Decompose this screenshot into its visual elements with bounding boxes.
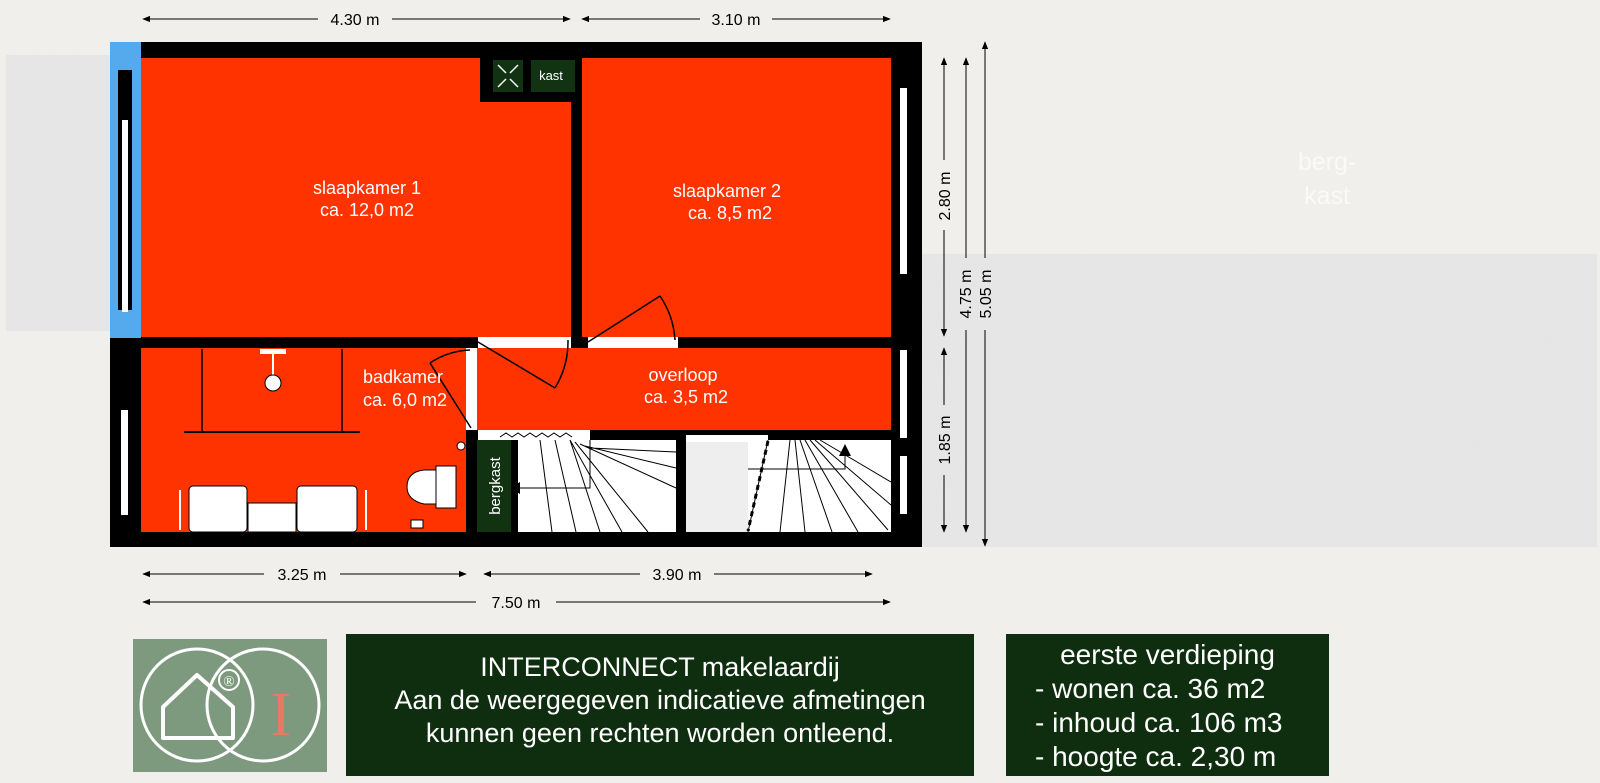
stair-left-treads bbox=[539, 439, 677, 533]
dim-bottom-total: 7.50 m bbox=[492, 595, 541, 612]
dim-side-upper: 2.80 m bbox=[937, 172, 954, 221]
stair-top-zigzag bbox=[499, 432, 573, 438]
dim-bottom-right: 3.90 m bbox=[653, 567, 702, 584]
floorplan-drawing: berg- kast kast bergkast bbox=[6, 12, 1597, 612]
floor-stats-banner: eerste verdieping - wonen ca. 36 m2 - in… bbox=[1006, 634, 1329, 776]
roof-bergkast-label-line2: kast bbox=[1304, 182, 1350, 210]
shower-drain-icon bbox=[264, 374, 282, 392]
kast-box bbox=[531, 60, 575, 92]
dim-side-lower: 1.85 m bbox=[937, 416, 954, 465]
window-west-upper-glass bbox=[122, 120, 128, 312]
bergkast-closet bbox=[477, 440, 511, 532]
door-slaapkamer-1-swing bbox=[477, 339, 569, 389]
kast-shaft-icon bbox=[497, 64, 519, 88]
dim-bottom-left: 3.25 m bbox=[278, 567, 327, 584]
tap-icon bbox=[456, 441, 466, 451]
door-badkamer-opening bbox=[466, 348, 477, 430]
stair-top-step bbox=[478, 430, 590, 440]
roof-bergkast-label-line1: berg- bbox=[1298, 148, 1356, 176]
overloop-name: overloop bbox=[648, 365, 717, 385]
kast-label: kast bbox=[539, 68, 563, 83]
dim-side-mid: 4.75 m bbox=[958, 270, 975, 319]
logo-graphic: ® I bbox=[139, 647, 321, 763]
dim-top-left: 4.30 m bbox=[331, 12, 380, 29]
logo-circle-left bbox=[139, 647, 255, 763]
shower-head-bar bbox=[260, 349, 286, 354]
slaapkamer-2-name: slaapkamer 2 bbox=[673, 181, 781, 201]
dim-side-total: 5.05 m bbox=[978, 270, 995, 319]
badkamer-name: badkamer bbox=[363, 367, 443, 387]
toilet-tank bbox=[435, 465, 457, 509]
kast-shaft bbox=[493, 60, 523, 92]
door-slaapkamer-1-opening bbox=[478, 337, 571, 348]
window-west-lower-glass bbox=[121, 410, 128, 515]
logo-registered-mark: ® bbox=[223, 674, 234, 690]
stat-wonen: - wonen ca. 36 m2 bbox=[1035, 673, 1266, 704]
logo-registered-circle bbox=[218, 669, 240, 691]
gravel-roof-right bbox=[921, 254, 1597, 547]
gravel-roof-left bbox=[6, 55, 110, 331]
door-badkamer-swing bbox=[429, 349, 472, 429]
disclaimer-banner: INTERCONNECT makelaardij Aan de weergege… bbox=[346, 634, 974, 776]
window-east-stair-glass bbox=[900, 456, 907, 514]
stair-landing-edge bbox=[686, 435, 768, 442]
logo-house-icon bbox=[161, 673, 235, 740]
badkamer-area: ca. 6,0 m2 bbox=[363, 390, 447, 410]
stair-right-dashed bbox=[746, 440, 770, 532]
bath-basin-left bbox=[188, 485, 248, 533]
staircase-left bbox=[518, 440, 676, 532]
stair-left-walkline bbox=[520, 440, 591, 489]
stat-inhoud: - inhoud ca. 106 m3 bbox=[1035, 707, 1283, 738]
floor-title: eerste verdieping bbox=[1060, 639, 1275, 670]
slaapkamer-1-name: slaapkamer 1 bbox=[313, 178, 421, 198]
slaapkamer-1-area: ca. 12,0 m2 bbox=[320, 200, 414, 220]
stat-hoogte: - hoogte ca. 2,30 m bbox=[1035, 741, 1277, 772]
dim-top-right: 3.10 m bbox=[712, 12, 761, 29]
room-slaapkamer-1 bbox=[141, 58, 571, 337]
window-east-upper-glass bbox=[900, 88, 907, 274]
stair-left-arrow-icon bbox=[510, 482, 520, 494]
stair-right-arrow-icon bbox=[839, 444, 851, 456]
door-slaapkamer-2-swing bbox=[587, 295, 676, 343]
logo-letter: I bbox=[271, 681, 292, 749]
disclaimer-line-2: Aan de weergegeven indicatieve afmetinge… bbox=[394, 685, 926, 715]
company-logo: ® I bbox=[133, 639, 327, 772]
staircase-right bbox=[748, 440, 891, 532]
bergkast-label: bergkast bbox=[487, 456, 504, 514]
room-overloop bbox=[477, 348, 891, 430]
bath-basin-right bbox=[296, 485, 358, 533]
room-slaapkamer-2 bbox=[582, 58, 891, 337]
door-slaapkamer-2-opening bbox=[588, 337, 678, 348]
overloop-area: ca. 3,5 m2 bbox=[644, 387, 728, 407]
logo-circle-right bbox=[205, 647, 321, 763]
floor-drain bbox=[410, 519, 424, 529]
disclaimer-line-3: kunnen geen rechten worden ontleend. bbox=[425, 718, 895, 748]
slaapkamer-2-area: ca. 8,5 m2 bbox=[688, 203, 772, 223]
company-name: INTERCONNECT makelaardij bbox=[480, 652, 840, 682]
toilet-bowl-icon bbox=[406, 469, 437, 505]
stair-landing bbox=[686, 440, 748, 532]
bath-counter bbox=[247, 502, 297, 533]
window-east-lower-glass bbox=[900, 350, 907, 438]
